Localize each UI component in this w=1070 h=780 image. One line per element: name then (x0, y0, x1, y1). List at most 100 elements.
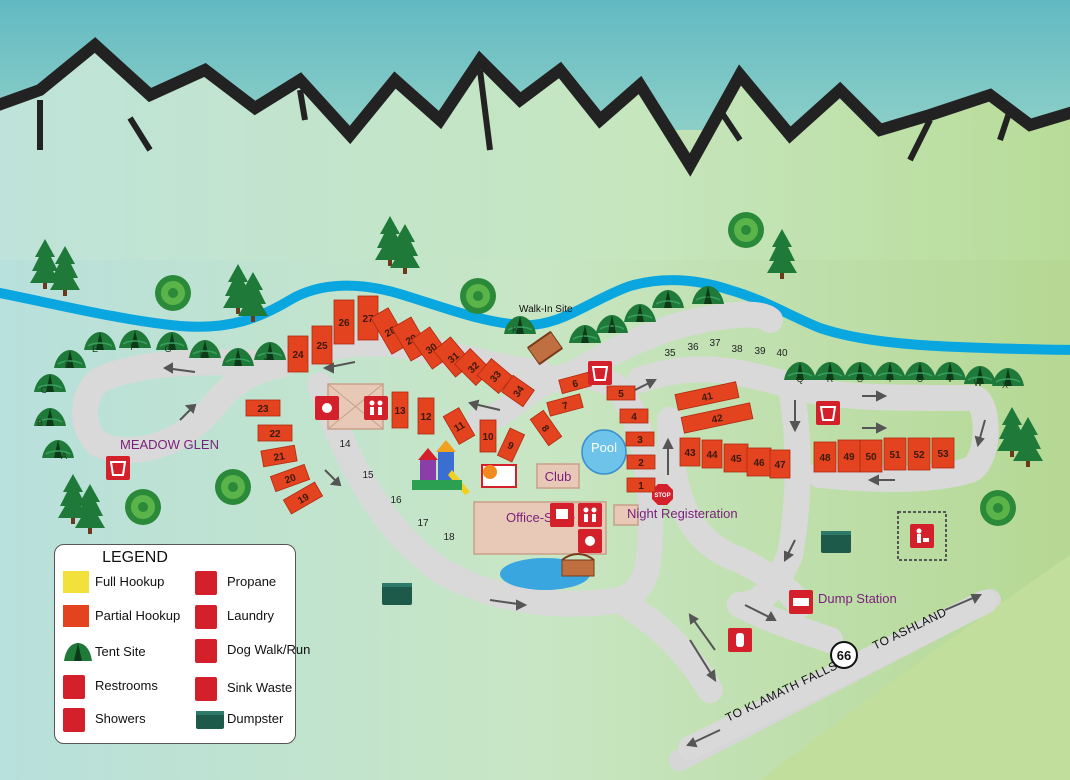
partial-hookup-site-25[interactable]: 25 (311, 325, 333, 365)
walk-in-bridge[interactable] (527, 330, 563, 366)
partial-hookup-site-4[interactable]: 4 (619, 408, 649, 424)
night-registration-building[interactable] (613, 504, 639, 526)
shower-icon-pavilion[interactable] (315, 396, 339, 420)
partial-hookup-site-8[interactable]: 8 (529, 409, 563, 447)
partial-hookup-site-42[interactable]: 42 (680, 402, 754, 434)
pool-label: Pool (591, 440, 617, 455)
sink-waste-icon-meadow[interactable] (106, 456, 130, 480)
site-number: 50 (865, 452, 877, 463)
partial-hookup-site-20[interactable]: 20 (269, 463, 311, 493)
partial-hookup-site-11[interactable]: 11 (442, 407, 476, 445)
playground[interactable] (412, 440, 470, 495)
road-site-14: 14 (339, 439, 351, 450)
tent-site-E: E (92, 344, 98, 354)
dog-walk-icon-map[interactable] (897, 511, 947, 561)
road-site-18: 18 (443, 532, 455, 543)
tent-site-V: V (947, 374, 953, 384)
partial-hookup-site-51[interactable]: 51 (883, 437, 907, 471)
partial-hookup-site-47[interactable]: 47 (769, 449, 791, 479)
partial-hookup-site-49[interactable]: 49 (837, 439, 861, 473)
partial-hookup-site-43[interactable]: 43 (679, 437, 701, 467)
tent-site-N: N (637, 314, 644, 324)
road-site-16: 16 (390, 495, 402, 506)
partial-hookup-site-1[interactable]: 1 (626, 477, 656, 493)
tent-site-M: M (608, 324, 616, 334)
laundry-icon-store[interactable] (550, 503, 574, 527)
tent-site-G: G (164, 344, 171, 354)
mountain-ridge-accent (37, 69, 1013, 162)
partial-hookup-site-50[interactable]: 50 (859, 439, 883, 473)
site-number: 26 (338, 318, 350, 329)
partial-hookup-site-45[interactable]: 45 (723, 443, 749, 473)
tent-site-D: D (65, 360, 72, 370)
partial-hookup-site-46[interactable]: 46 (746, 447, 772, 477)
shower-icon-store[interactable] (578, 529, 602, 553)
tent-site-S: S (857, 374, 863, 384)
dump-station-icon[interactable] (789, 590, 813, 614)
site-number: 46 (753, 458, 765, 469)
mountains (0, 45, 1070, 260)
site-number: 25 (316, 341, 328, 352)
tent-site-A: A (61, 451, 67, 461)
legend-label: Tent Site (95, 644, 146, 659)
basketball-hoop[interactable] (481, 464, 517, 488)
partial-hookup-site-5[interactable]: 5 (606, 385, 636, 401)
site-number: 3 (637, 435, 643, 446)
dump-station-label: Dump Station (818, 591, 897, 606)
restroom-icon-pavilion[interactable] (364, 396, 388, 420)
propane-icon-map[interactable] (728, 628, 752, 652)
tent-site-Q: Q (796, 374, 803, 384)
partial-hookup-site-22[interactable]: 22 (257, 424, 293, 442)
club-label: Club (545, 469, 572, 484)
site-number: 7 (561, 400, 570, 412)
partial-hookup-site-33[interactable]: 33 (476, 358, 514, 394)
partial-hookup-site-41[interactable]: 41 (674, 381, 740, 411)
night-registration-label: Night Registeration (627, 506, 738, 521)
partial-hookup-site-19[interactable]: 19 (282, 481, 324, 515)
site-number: 23 (257, 404, 269, 415)
site-number: 10 (482, 432, 494, 443)
tent-site-J: J (264, 352, 269, 362)
site-number: 13 (394, 406, 406, 417)
site-number: 47 (774, 460, 786, 471)
partial-hookup-site-2[interactable]: 2 (626, 454, 656, 470)
partial-hookup-site-48[interactable]: 48 (813, 441, 837, 473)
site-number: 6 (571, 378, 580, 390)
highway-arrows (686, 594, 982, 748)
site-number: 48 (819, 453, 831, 464)
road-site-35: 35 (664, 348, 676, 359)
dumpster-icon-east[interactable] (821, 531, 851, 553)
sink-waste-icon-east[interactable] (816, 401, 840, 425)
site-number: 41 (701, 391, 715, 404)
partial-hookup-site-21[interactable]: 21 (260, 444, 298, 468)
partial-hookup-site-44[interactable]: 44 (701, 439, 723, 469)
partial-hookup-site-52[interactable]: 52 (907, 437, 931, 471)
restroom-icon-store[interactable] (578, 503, 602, 527)
pond-bridge[interactable] (561, 553, 595, 577)
tent-site-C: C (41, 385, 48, 395)
legend-label: Restrooms (95, 678, 158, 693)
legend-label: Partial Hookup (95, 608, 181, 623)
partial-hookup-site-26[interactable]: 26 (333, 299, 355, 345)
svg-text:STOP: STOP (654, 493, 670, 499)
partial-hookup-site-3[interactable]: 3 (625, 431, 655, 447)
partial-hookup-sites[interactable]: 1234567891011121319202122232425262728293… (245, 295, 955, 515)
sink-waste-icon-center[interactable] (588, 361, 612, 385)
partial-hookup-site-9[interactable]: 9 (496, 427, 526, 463)
partial-hookup-site-10[interactable]: 10 (479, 419, 497, 453)
tent-site-H: H (200, 350, 207, 360)
partial-hookup-site-53[interactable]: 53 (931, 437, 955, 469)
partial-hookup-site-7[interactable]: 7 (546, 393, 584, 417)
partial-hookup-site-13[interactable]: 13 (391, 391, 409, 429)
partial-hookup-site-24[interactable]: 24 (287, 335, 309, 373)
dumpster-icon-west[interactable] (382, 583, 412, 605)
site-number: 5 (618, 389, 624, 400)
pool[interactable] (581, 429, 627, 475)
partial-hookup-site-12[interactable]: 12 (417, 397, 435, 435)
partial-hookup-site-34[interactable]: 34 (501, 374, 535, 408)
site-number: 2 (638, 458, 644, 469)
club-building[interactable] (536, 463, 580, 489)
partial-hookup-swatch (63, 605, 89, 627)
partial-hookup-site-23[interactable]: 23 (245, 399, 281, 417)
